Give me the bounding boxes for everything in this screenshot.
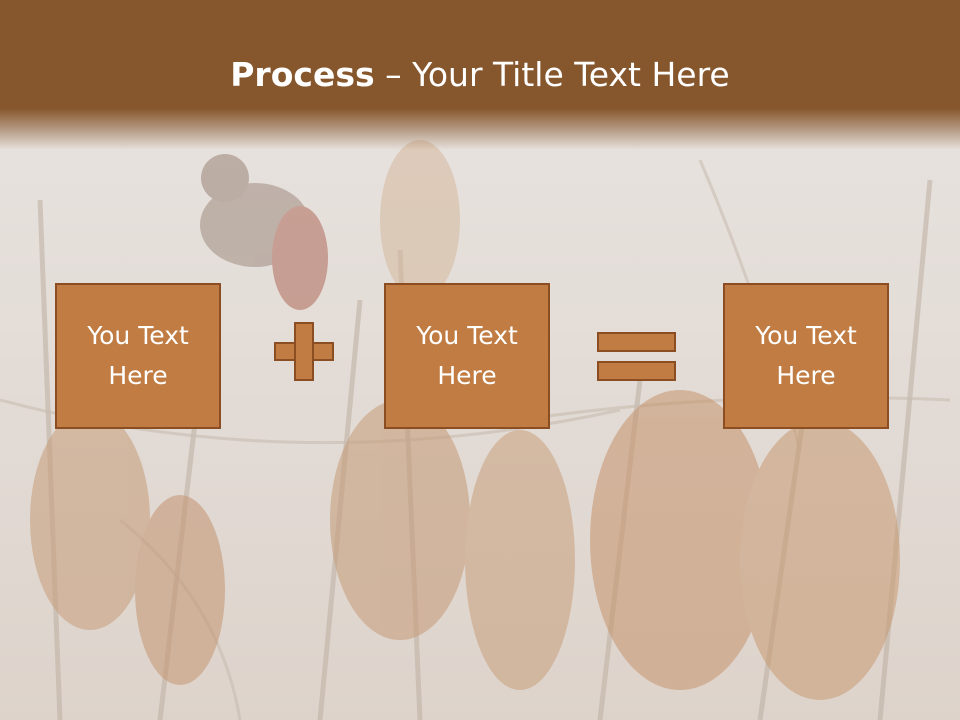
process-box-3: You Text Here — [723, 283, 889, 429]
process-box-3-text: You Text Here — [755, 321, 857, 390]
title-rest: Your Title Text Here — [412, 55, 730, 94]
slide-title: Process – Your Title Text Here — [0, 52, 960, 98]
title-dash: – — [374, 55, 413, 94]
process-box-1: You Text Here — [55, 283, 221, 429]
process-box-1-text: You Text Here — [87, 321, 189, 390]
title-bold: Process — [230, 55, 375, 94]
process-box-2-text: You Text Here — [416, 321, 518, 390]
title-banner — [0, 0, 960, 150]
process-box-2: You Text Here — [384, 283, 550, 429]
